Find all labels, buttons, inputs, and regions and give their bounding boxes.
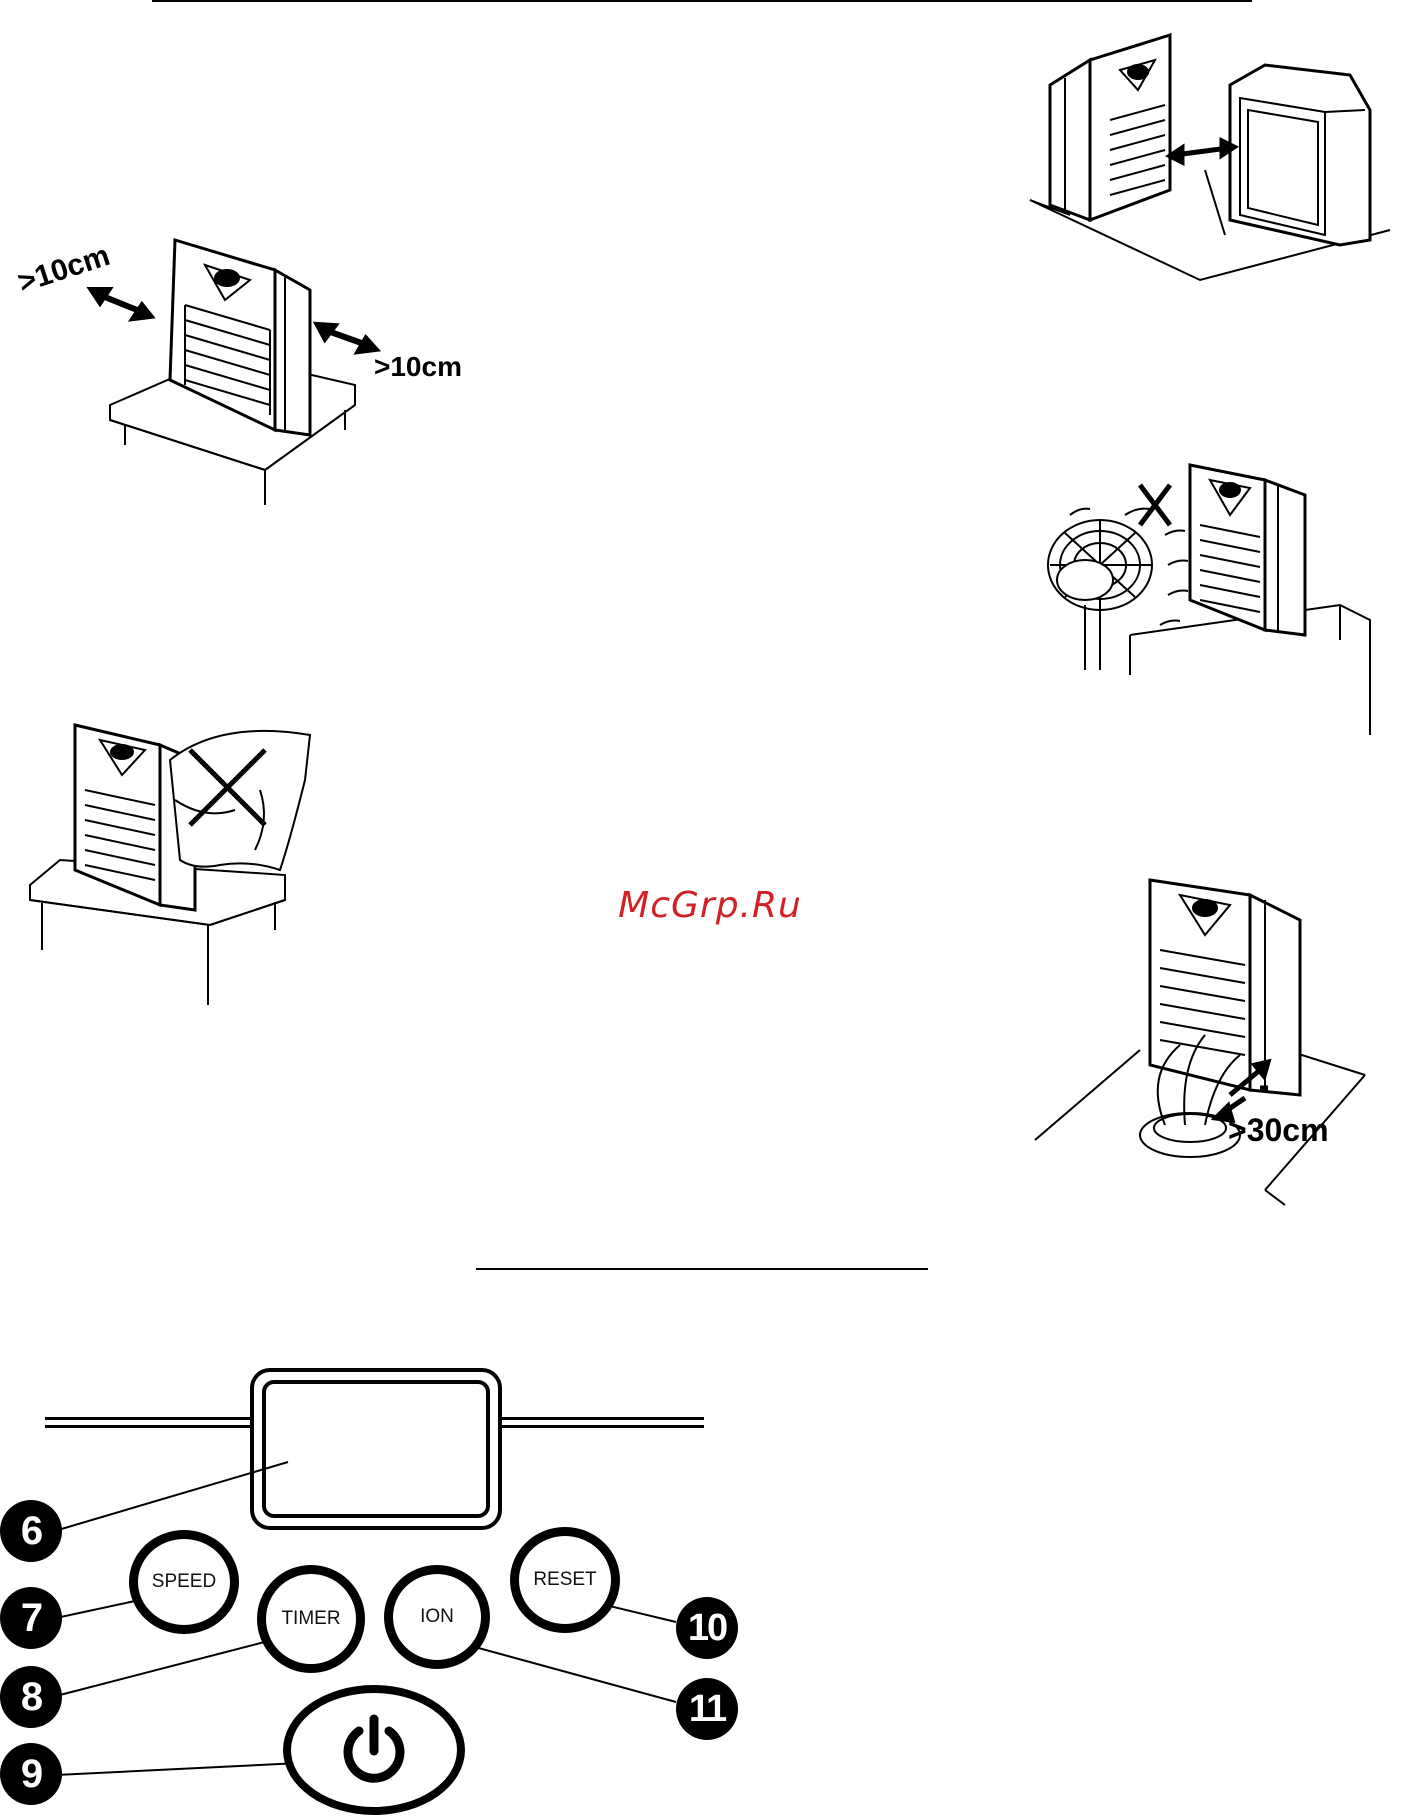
top-rule [152, 0, 1252, 2]
reset-button[interactable]: RESET [510, 1527, 620, 1633]
ion-button[interactable]: ION [384, 1565, 490, 1669]
power-icon [337, 1713, 411, 1787]
figure-fan-warning [1040, 455, 1380, 735]
section-rule [476, 1268, 928, 1270]
callout-8: 8 [0, 1666, 62, 1728]
spacing-label-right: >10cm [374, 351, 462, 383]
timer-button[interactable]: TIMER [257, 1565, 365, 1673]
callout-7: 7 [0, 1587, 62, 1649]
callout-9: 9 [0, 1743, 62, 1805]
panel-rail-top-right [500, 1417, 704, 1420]
figure-tv-distance [1020, 30, 1400, 310]
watermark-text: McGrp.Ru [590, 885, 830, 926]
panel-rail-bottom-left [45, 1425, 252, 1428]
callout-6: 6 [0, 1500, 62, 1562]
panel-rail-top-left [45, 1417, 252, 1420]
callout-11: 11 [676, 1678, 738, 1740]
speed-button[interactable]: SPEED [129, 1530, 239, 1634]
height-clearance-label: >30cm [1228, 1112, 1329, 1149]
callout-10: 10 [676, 1597, 738, 1659]
power-button[interactable] [283, 1685, 465, 1815]
figure-height-clearance [1020, 870, 1400, 1210]
figure-cover-warning [20, 720, 320, 1010]
panel-rail-bottom-right [500, 1425, 704, 1428]
